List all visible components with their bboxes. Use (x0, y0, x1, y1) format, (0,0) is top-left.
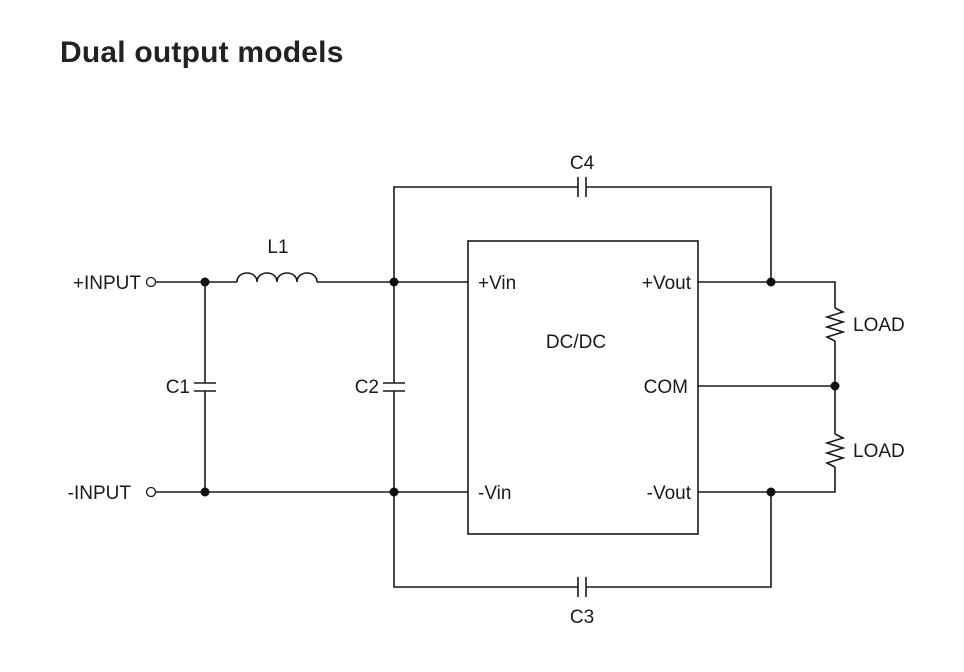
c4-label: C4 (570, 153, 595, 174)
vout-pos-label: +Vout (642, 273, 692, 294)
c2-label: C2 (355, 377, 379, 398)
vout-neg-label: -Vout (647, 483, 692, 504)
vin-neg-label: -Vin (478, 483, 511, 504)
load-top-label: LOAD (853, 315, 905, 336)
vout-neg-wire (698, 467, 836, 493)
module-label: DC/DC (546, 332, 606, 353)
junction-dot (200, 277, 210, 287)
input-neg-terminal (145, 486, 157, 498)
c3-wire-left (393, 492, 578, 588)
junction-dot (766, 277, 776, 287)
c3-label: C3 (570, 607, 594, 628)
c3-wire-right (586, 492, 772, 588)
load-bottom-resistor (824, 433, 846, 468)
input-pos-label: +INPUT (73, 273, 141, 294)
com-label: COM (644, 377, 688, 398)
inductor-l1 (236, 272, 318, 283)
load-bottom-label: LOAD (853, 441, 905, 462)
junction-dot (200, 487, 210, 497)
c4-wire-left (393, 186, 578, 282)
input-neg-label: -INPUT (68, 483, 132, 504)
page-title: Dual output models (60, 36, 344, 69)
junction-dot (389, 487, 399, 497)
input-pos-terminal (145, 276, 157, 288)
c4-wire-right (586, 186, 772, 282)
junction-dot (389, 277, 399, 287)
junction-dot (830, 381, 840, 391)
inductor-label: L1 (267, 237, 288, 258)
vin-pos-label: +Vin (478, 273, 516, 294)
c1-label: C1 (166, 377, 190, 398)
dcdc-module-box (467, 240, 699, 535)
junction-dot (766, 487, 776, 497)
vout-pos-wire (698, 281, 836, 308)
load-top-resistor (824, 307, 846, 342)
